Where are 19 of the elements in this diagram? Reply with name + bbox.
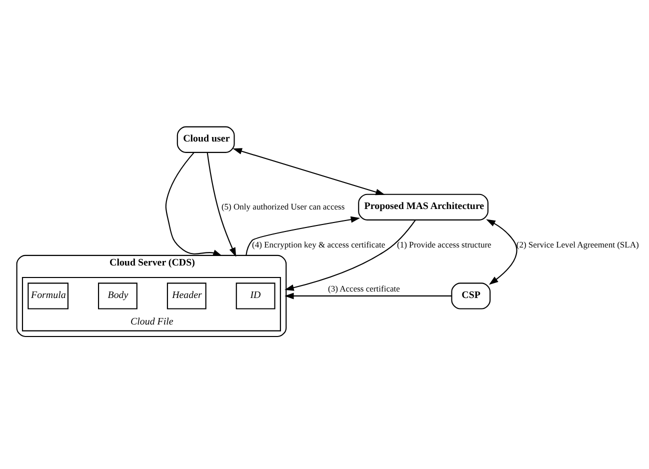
arrow [486,219,518,285]
edge-label: (1) Provide access structure [396,239,492,250]
arrow [284,292,452,300]
edge-label: (3) Access certificate [328,283,400,294]
node-box: Proposed MAS Architecture [358,194,488,220]
arrow [232,148,385,196]
node-box: Header [166,282,206,310]
arrow [284,220,416,291]
arrow [206,152,236,257]
arrow [165,152,222,256]
arrow [246,216,360,256]
node-box: Body [98,282,138,310]
edge-label: (5) Only authorized User can access [221,201,345,212]
edge-label: (2) Service Level Agreement (SLA) [516,239,639,250]
node-box: Cloud user [176,126,235,153]
node-box: Formula [28,282,68,310]
node-box: CSP [451,282,491,310]
edge-label: (4) Encryption key & access certificate [252,239,386,250]
node-box: ID [236,282,276,310]
